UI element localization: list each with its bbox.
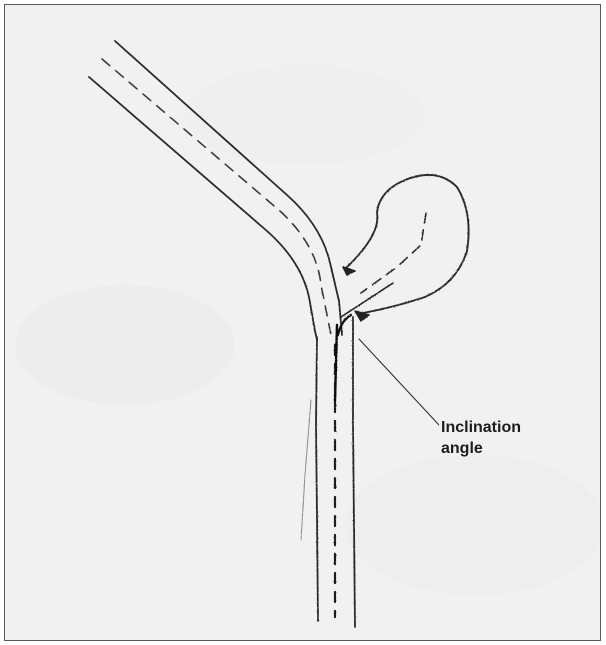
aneurysm-neck-left [343, 267, 355, 275]
stray-pencil-line [301, 400, 311, 540]
label-line-2: angle [441, 438, 521, 459]
vessel-sketch [5, 5, 601, 641]
diagram-frame: Inclination angle [4, 4, 601, 641]
aneurysm-sac [345, 175, 469, 313]
stem-right-wall [353, 317, 355, 627]
stem-centerline-solid [335, 325, 337, 401]
paper-texture [15, 65, 601, 595]
aneurysm-axis [361, 213, 426, 293]
label-line-1: Inclination [441, 417, 521, 438]
leader-line [359, 339, 439, 425]
inclination-angle-label: Inclination angle [441, 417, 521, 459]
stem-left-wall [316, 337, 318, 621]
